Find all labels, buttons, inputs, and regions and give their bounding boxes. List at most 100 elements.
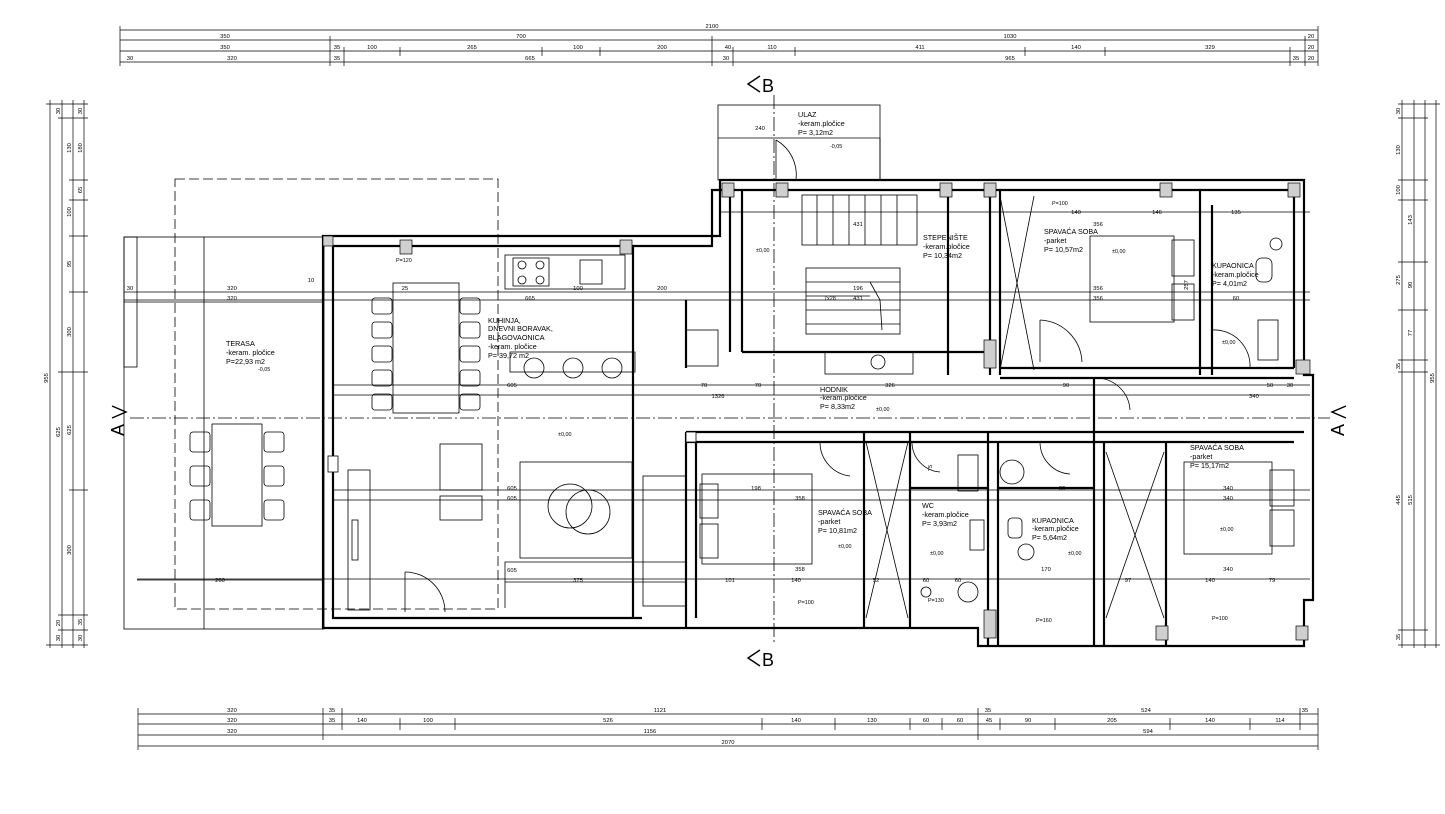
- dim-text: 320: [227, 729, 237, 735]
- room-label-wc: WC -keram.pločice P= 3,93m2 ±0,00: [922, 501, 969, 557]
- room-area: P= 5,64m2: [1032, 533, 1067, 542]
- level-mark: ±0,00: [1068, 551, 1081, 557]
- room-finish: -keram.pločice: [820, 393, 867, 402]
- room-name: HODNIK: [820, 385, 848, 394]
- dim-text: 350: [220, 45, 230, 51]
- level-mark: ±0,00: [756, 248, 769, 254]
- dim-text: 431: [853, 222, 863, 228]
- dim-text: 275: [1396, 275, 1402, 285]
- staircase: [801, 194, 918, 375]
- dim-text: 358: [795, 496, 805, 502]
- section-markers: A A B B: [108, 75, 1348, 670]
- dim-text: 329: [1205, 45, 1215, 51]
- dim-text: 90: [1408, 282, 1414, 288]
- dim-text: 170: [1041, 567, 1051, 573]
- room-area: P= 4,01m2: [1212, 279, 1247, 288]
- dim-text: 140: [1071, 45, 1081, 51]
- left-dimension-chains: 955 30 625 20 30 130 100 95 300 625 300 …: [44, 100, 88, 648]
- dim-text: 100: [67, 207, 73, 217]
- dim-text: 60: [1233, 296, 1239, 302]
- dim-text: 100: [573, 286, 583, 292]
- room-finish: -parket: [1190, 452, 1212, 461]
- bathroom-fixtures: [920, 237, 1283, 603]
- window-tag: P=130: [928, 598, 944, 604]
- level-mark: ±0,00: [930, 551, 943, 557]
- dim-text: 140: [357, 718, 367, 724]
- window-tags: P=120 P=100 P=100 P=100 P=160 P=130: [396, 201, 1228, 624]
- dim-text: 30: [1396, 108, 1402, 114]
- dim-text: 60: [955, 578, 961, 584]
- bedroom-furniture: [699, 235, 1295, 565]
- dim-text: 625: [67, 425, 73, 435]
- dim-text: 101: [725, 578, 735, 584]
- dim-text: 35: [1302, 708, 1308, 714]
- interior-dimension-texts: 320 320 30 665 100 200 605 605 605 605 3…: [127, 126, 1293, 584]
- dim-text: 665: [525, 56, 535, 62]
- room-name: STEPENIŠTE: [923, 233, 968, 242]
- dim-text: 30: [56, 635, 62, 641]
- dim-text: 100: [367, 45, 377, 51]
- room-label-kupaonica-2: KUPAONICA -keram.pločice P= 5,64m2 ±0,00: [1032, 516, 1081, 557]
- dim-text: 340: [1249, 394, 1259, 400]
- dim-text: 35: [1293, 56, 1299, 62]
- level-mark: ±0,00: [1220, 527, 1233, 533]
- dim-text: 265: [467, 45, 477, 51]
- dim-text: 40: [725, 45, 731, 51]
- dim-text: 700: [516, 34, 526, 40]
- dim-text: 35: [1396, 363, 1402, 369]
- structural-columns: [322, 182, 1311, 641]
- dim-text: 50: [1267, 383, 1273, 389]
- room-area: P=22,93 m2: [226, 357, 265, 366]
- dim-text: 320: [227, 718, 237, 724]
- room-name: BLAGOVAONICA: [488, 333, 545, 342]
- dim-text: 110: [767, 45, 776, 51]
- dim-text: 965: [1005, 56, 1015, 62]
- dim-text: 77: [1408, 330, 1414, 336]
- dim-text: 35: [78, 619, 84, 625]
- dim-text: 605: [507, 568, 517, 574]
- top-dimension-chains: 2100 350 700 1030 20 350 35 100 265 100 …: [119, 24, 1319, 66]
- dim-text: 140: [791, 718, 801, 724]
- dim-text: 358: [795, 567, 805, 573]
- room-name: SPAVAĆA SOBA: [1044, 227, 1098, 236]
- dim-text: 300: [67, 327, 73, 337]
- level-mark: ±0,00: [1222, 340, 1235, 346]
- dim-text: 1121: [654, 708, 666, 714]
- dim-text: 524: [1141, 708, 1151, 714]
- room-finish: -keram.pločice: [922, 510, 969, 519]
- dim-text: 955: [1430, 373, 1436, 383]
- dim-text: 200: [657, 286, 667, 292]
- room-finish: -keram. pločice: [226, 348, 275, 357]
- right-dimension-chains: 30 130 100 143 275 90 77 35 445 515 35 9…: [1396, 100, 1440, 648]
- dim-text: 30: [1287, 383, 1293, 389]
- dim-text: 90: [1063, 383, 1069, 389]
- dim-text: 135: [1231, 210, 1241, 216]
- room-labels: TERASA -keram. pločice P=22,93 m2 -0,05 …: [226, 110, 1259, 557]
- dim-text: 35: [329, 718, 335, 724]
- section-label: B: [762, 76, 774, 96]
- dim-text: 260: [215, 578, 225, 584]
- room-name: TERASA: [226, 339, 255, 348]
- dim-text: 140: [1205, 718, 1215, 724]
- dim-text: 20: [56, 620, 62, 626]
- dim-text: 35: [985, 708, 991, 714]
- dim-text: 30: [127, 286, 133, 292]
- dim-text: 20: [1308, 45, 1314, 51]
- dim-text: 200: [657, 45, 667, 51]
- dim-text: 240: [755, 126, 765, 132]
- bottom-dimension-chains: 320 35 1121 35 524 35 320 35 140 100 526…: [137, 708, 1319, 750]
- dim-text: 35: [1396, 634, 1402, 640]
- dim-text: 356: [1093, 222, 1103, 228]
- dim-text: 52: [873, 578, 879, 584]
- room-name: SPAVAĆA SOBA: [818, 508, 872, 517]
- dim-text: 320: [227, 56, 237, 62]
- room-area: P= 39,72 m2: [488, 351, 529, 360]
- dim-text: 300: [67, 545, 73, 555]
- dim-text: 326: [885, 383, 895, 389]
- room-area: P= 15,17m2: [1190, 461, 1229, 470]
- section-marker-b-top: B: [746, 75, 774, 96]
- room-finish: -keram.pločice: [798, 119, 845, 128]
- dim-text: 79: [1269, 578, 1275, 584]
- dim-text: 100: [573, 45, 583, 51]
